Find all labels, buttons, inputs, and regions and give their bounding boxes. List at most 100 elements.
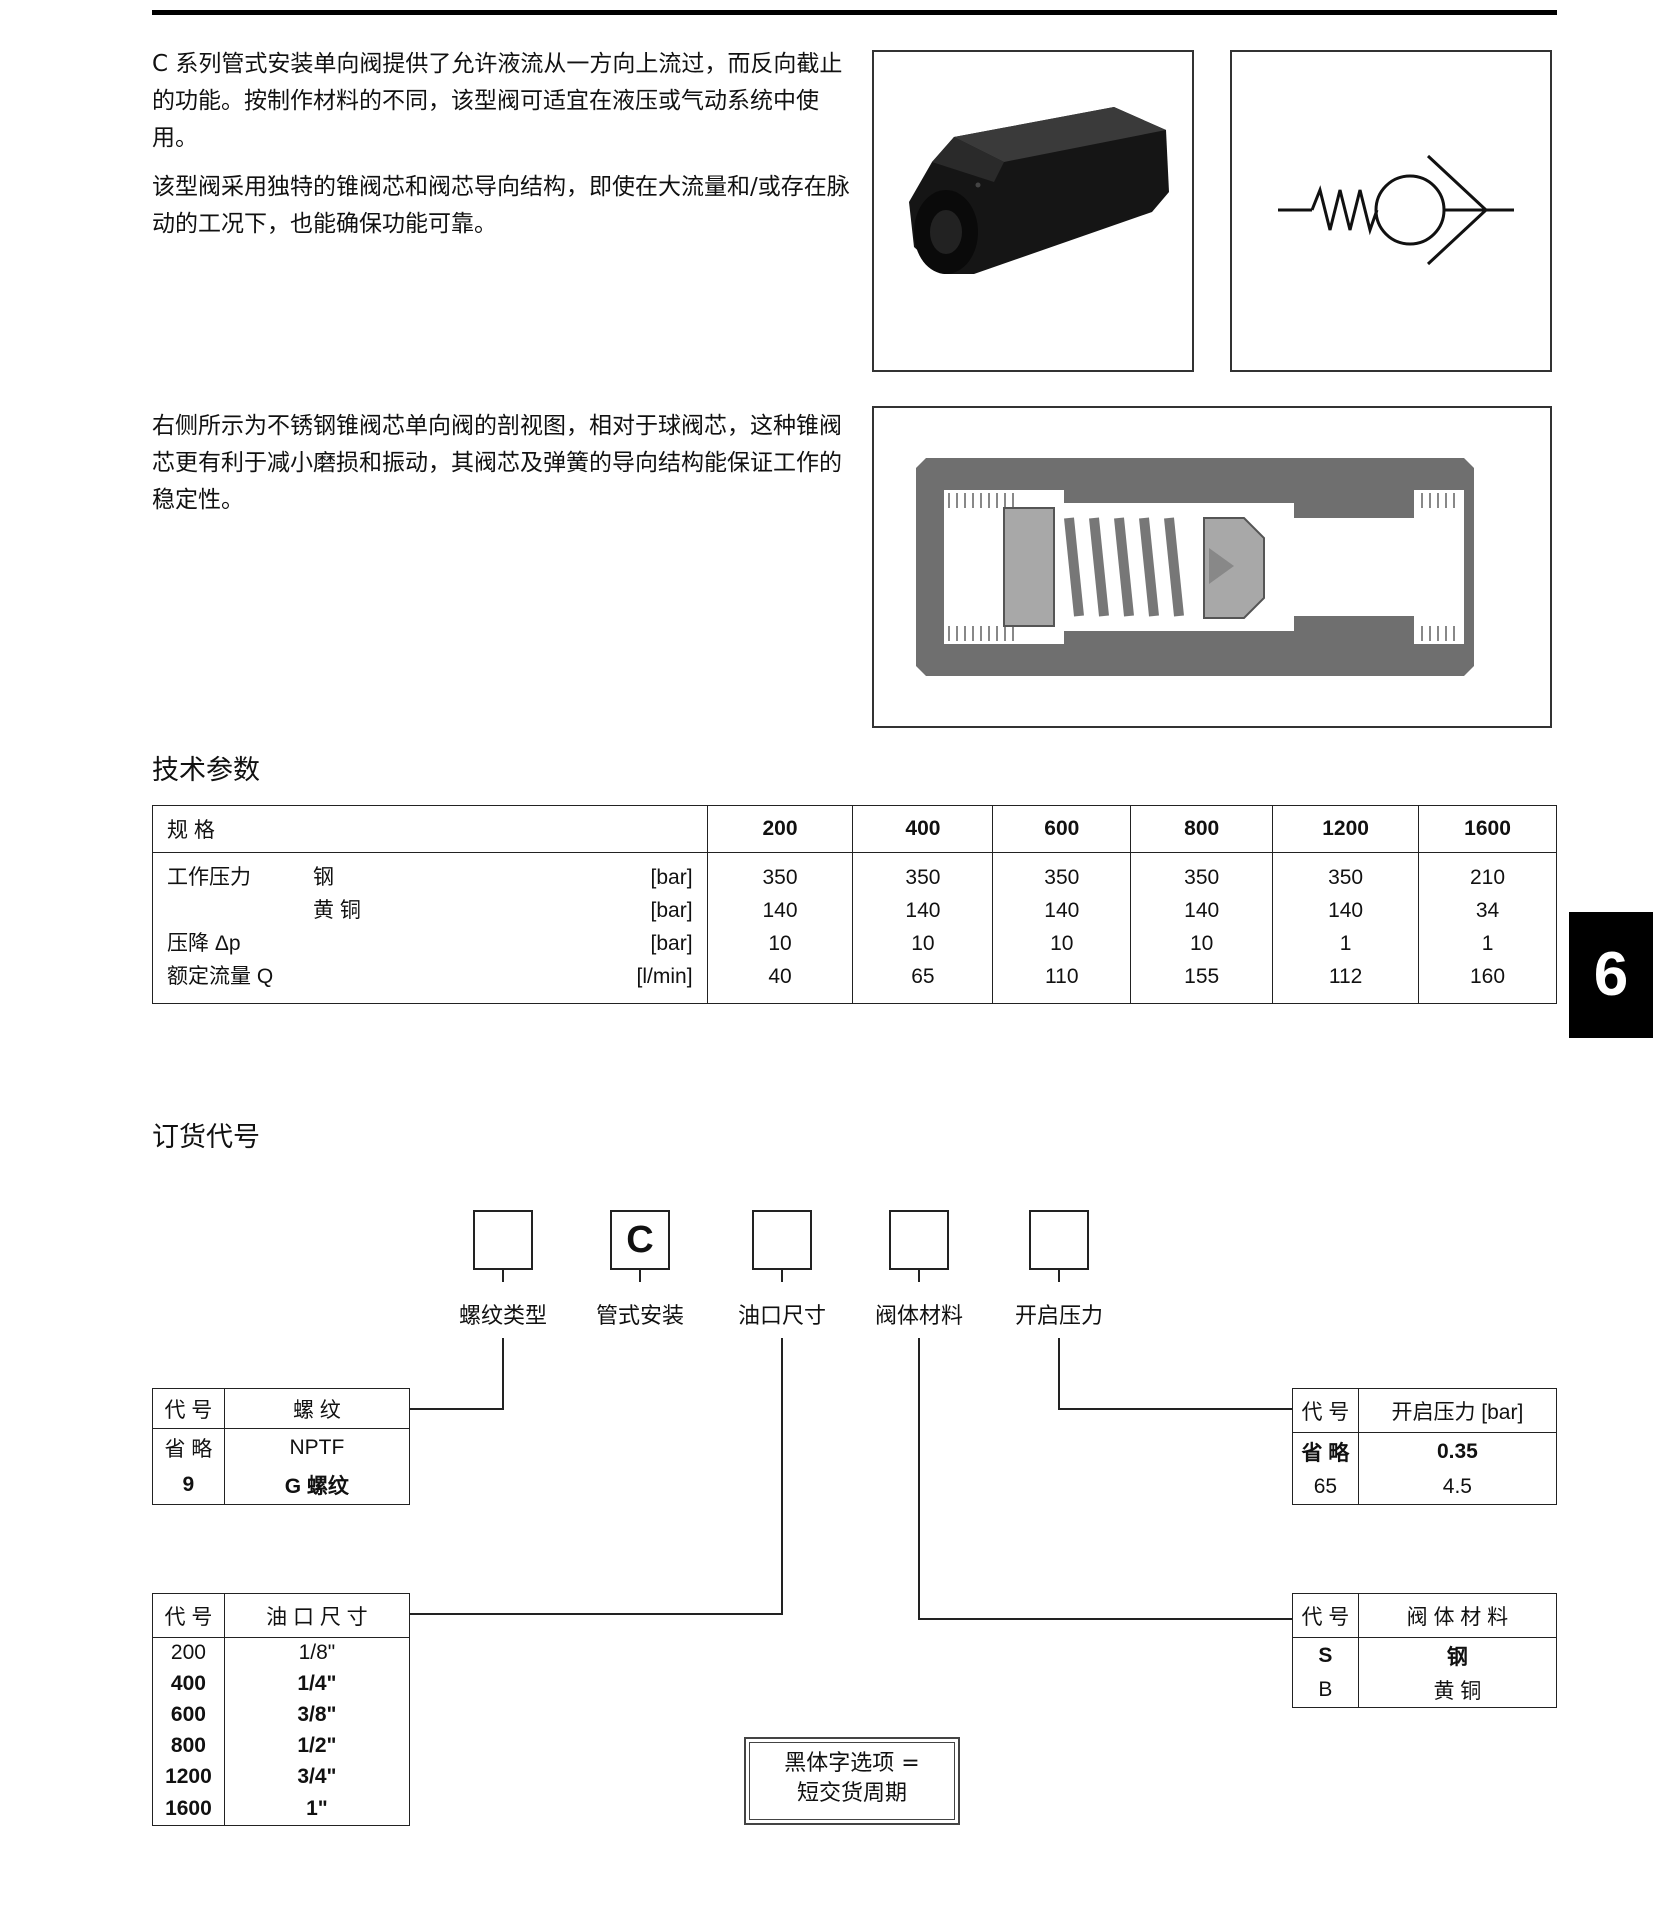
code-cell: 省 略 xyxy=(152,1428,225,1467)
value-cell: 10 xyxy=(1050,932,1074,955)
desc-cell: 3/4" xyxy=(223,1761,411,1793)
header-code: 代 号 xyxy=(1292,1593,1359,1638)
header-desc: 螺 纹 xyxy=(223,1388,411,1429)
field-label-mounting: 管式安装 xyxy=(595,1304,684,1329)
size-1200: 1200 xyxy=(1272,805,1420,853)
value-cell: 350 xyxy=(1328,866,1364,889)
desc-cell: 4.5 xyxy=(1357,1470,1558,1505)
size-200: 200 xyxy=(706,805,854,853)
header-code: 代 号 xyxy=(1292,1388,1359,1433)
param-labels: 工作压力钢[bar] 黄 铜[bar] 压降 Δp[bar] 额定流量 Q[l/… xyxy=(152,852,708,1004)
intro-paragraph-2: 该型阀采用独特的锥阀芯和阀芯导向结构，即使在大流量和/或存在脉动的工况下，也能确… xyxy=(152,174,850,237)
value-cell: 1 xyxy=(1481,932,1494,955)
desc-cell: G 螺纹 xyxy=(223,1466,411,1505)
section-view-paragraph: 右侧所示为不锈钢锥阀芯单向阀的剖视图，相对于球阀芯，这种锥阀芯更有利于减小磨损和… xyxy=(152,413,842,513)
field-label-port: 油口尺寸 xyxy=(737,1304,826,1329)
code-cell: 1600 xyxy=(152,1792,225,1826)
check-valve-symbol-box xyxy=(1230,50,1552,372)
check-valve-symbol-icon xyxy=(1278,154,1514,266)
param-label: 压降 Δp xyxy=(167,932,241,955)
value-cell: 140 xyxy=(905,899,941,922)
size-label: 规 格 xyxy=(152,805,708,853)
desc-cell: 黄 铜 xyxy=(1357,1673,1558,1708)
code-box-port xyxy=(752,1210,812,1270)
code-cell: B xyxy=(1292,1673,1359,1708)
thread-table: 代 号 螺 纹 省 略 NPTF 9 G 螺纹 xyxy=(152,1388,411,1505)
code-box-thread xyxy=(473,1210,533,1270)
size-1600: 1600 xyxy=(1418,805,1557,853)
value-cell: 210 xyxy=(1470,866,1506,889)
param-unit: [bar] xyxy=(650,932,693,955)
note-line-2: 短交货周期 xyxy=(796,1781,907,1806)
value-cell: 350 xyxy=(905,866,941,889)
value-cell: 10 xyxy=(1190,932,1214,955)
value-cell: 140 xyxy=(1328,899,1364,922)
connector xyxy=(410,1408,504,1410)
header-desc: 阀 体 材 料 xyxy=(1357,1593,1558,1638)
code-cell: 600 xyxy=(152,1699,225,1731)
connector xyxy=(639,1270,641,1282)
product-photo xyxy=(872,50,1194,372)
desc-cell: 1" xyxy=(223,1792,411,1826)
connector xyxy=(1058,1338,1060,1410)
desc-cell: NPTF xyxy=(223,1428,411,1467)
desc-cell: 1/2" xyxy=(223,1730,411,1762)
connector xyxy=(502,1270,504,1282)
connector xyxy=(1058,1408,1292,1410)
value-cell: 160 xyxy=(1470,965,1506,988)
desc-cell: 1/8" xyxy=(223,1637,411,1669)
param-sub: 黄 铜 xyxy=(313,899,361,922)
connector xyxy=(918,1338,920,1620)
code-cell: S xyxy=(1292,1637,1359,1674)
valve-cross-section-icon xyxy=(916,458,1474,676)
desc-cell: 3/8" xyxy=(223,1699,411,1731)
desc-cell: 0.35 xyxy=(1357,1432,1558,1471)
code-cell: 200 xyxy=(152,1637,225,1669)
value-cell: 40 xyxy=(768,965,792,988)
size-800: 800 xyxy=(1130,805,1274,853)
code-cell: 800 xyxy=(152,1730,225,1762)
section-view-drawing xyxy=(872,406,1552,728)
intro-paragraph-1: C 系列管式安装单向阀提供了允许液流从一方向上流过，而反向截止的功能。按制作材料… xyxy=(152,51,843,151)
connector xyxy=(918,1270,920,1282)
code-cell: 9 xyxy=(152,1466,225,1505)
header-desc: 开启压力 [bar] xyxy=(1357,1388,1558,1433)
value-cell: 110 xyxy=(1045,965,1079,988)
size-600: 600 xyxy=(992,805,1132,853)
value-cell: 140 xyxy=(1184,899,1220,922)
value-cell: 350 xyxy=(1044,866,1080,889)
param-unit: [bar] xyxy=(650,899,693,922)
size-400: 400 xyxy=(852,805,994,853)
field-label-material: 阀体材料 xyxy=(874,1304,963,1329)
section-tab[interactable]: 6 xyxy=(1569,912,1653,1038)
code-cell: 1200 xyxy=(152,1761,225,1793)
order-heading: 订货代号 xyxy=(152,1122,260,1153)
value-cell: 140 xyxy=(762,899,798,922)
connector xyxy=(918,1618,1292,1620)
connector xyxy=(781,1338,783,1615)
code-cell: 400 xyxy=(152,1668,225,1700)
code-cell: 65 xyxy=(1292,1470,1359,1505)
note-box: 黑体字选项 = 短交货周期 xyxy=(744,1737,960,1825)
param-sub: 钢 xyxy=(313,866,334,889)
header-rule xyxy=(152,10,1557,15)
value-cell: 10 xyxy=(911,932,935,955)
header-code: 代 号 xyxy=(152,1388,225,1429)
code-box-fixed: C xyxy=(610,1210,670,1270)
param-unit: [l/min] xyxy=(636,965,693,988)
code-box-cracking xyxy=(1029,1210,1089,1270)
desc-cell: 钢 xyxy=(1357,1637,1558,1674)
connector xyxy=(1058,1270,1060,1282)
desc-cell: 1/4" xyxy=(223,1668,411,1700)
note-line-1: 黑体字选项 = xyxy=(784,1751,920,1776)
code-box-material xyxy=(889,1210,949,1270)
